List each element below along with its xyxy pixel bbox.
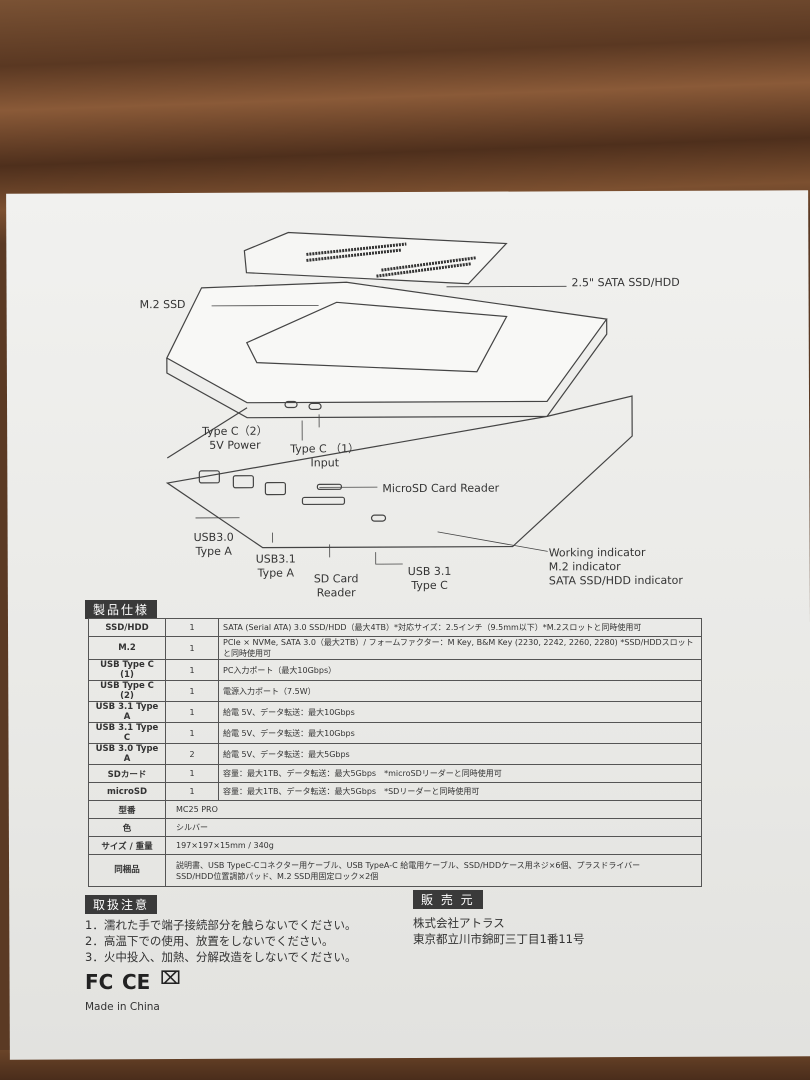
spec-qty: 1 xyxy=(165,618,219,637)
spec-key: 色 xyxy=(88,818,166,837)
spec-qty: 2 xyxy=(165,743,219,765)
caution-item: 2．高温下での使用、放置をしないでください。 xyxy=(85,934,334,948)
seller-title: 販 売 元 xyxy=(413,890,483,909)
spec-desc: 給電 5V、データ転送：最大10Gbps xyxy=(218,722,702,744)
caution-list: 1．濡れた手で端子接続部分を触らないでください。 2．高温下での使用、放置をしな… xyxy=(85,917,356,965)
spec-qty: 1 xyxy=(165,701,219,723)
caution-item: 1．濡れた手で端子接続部分を触らないでください。 xyxy=(85,918,357,932)
spec-desc: 給電 5V、データ転送：最大5Gbps xyxy=(218,743,702,765)
spec-desc-line: シルバー xyxy=(176,823,208,832)
spec-key: サイズ / 重量 xyxy=(88,836,166,855)
spec-desc-line: MC25 PRO xyxy=(176,805,218,814)
product-box: M.2 SSD 2.5" SATA SSD/HDD Type C（2）5V Po… xyxy=(6,190,810,1060)
caution-item: 3．火中投入、加熱、分解改造をしないでください。 xyxy=(85,950,357,964)
spec-row: 型番 MC25 PRO xyxy=(88,800,702,819)
spec-desc: SATA (Serial ATA) 3.0 SSD/HDD（最大4TB）*対応サ… xyxy=(218,618,702,637)
spec-key: USB 3.1 Type C xyxy=(88,722,166,744)
spec-key: SSD/HDD xyxy=(88,618,166,637)
label-typec1-title: Type C （1） xyxy=(290,442,360,456)
label-usb30-sub: Type A xyxy=(195,544,232,558)
spec-desc: 給電 5V、データ転送：最大10Gbps xyxy=(218,701,702,723)
label-usb31a-title: USB3.1 xyxy=(255,552,296,566)
spec-desc: 容量：最大1TB、データ転送：最大5Gbps *microSDリーダーと同時使用… xyxy=(218,764,702,783)
spec-row: 同梱品説明書、USB TypeC-Cコネクター用ケーブル、USB TypeA-C… xyxy=(88,854,702,887)
spec-key: 同梱品 xyxy=(88,854,166,887)
spec-key: SDカード xyxy=(88,764,166,783)
spec-desc: PC入力ポート（最大10Gbps） xyxy=(218,659,702,681)
spec-qty: 1 xyxy=(165,680,219,702)
spec-desc-line2: SSD/HDD位置調節パッド、M.2 SSD用固定ロック×2個 xyxy=(176,871,379,881)
label-usb31c-sub: Type C xyxy=(411,578,448,592)
spec-desc: 容量：最大1TB、データ転送：最大5Gbps *SDリーダーと同時使用可 xyxy=(218,782,702,801)
caution-title: 取扱注意 xyxy=(85,895,158,914)
label-typec2: Type C（2）5V Power xyxy=(202,425,268,453)
spec-desc: 説明書、USB TypeC-Cコネクター用ケーブル、USB TypeA-C 給電… xyxy=(165,854,702,887)
spec-key: M.2 xyxy=(88,636,166,660)
weee-bin-icon: ⌧ xyxy=(160,968,181,989)
spec-key: 型番 xyxy=(88,800,166,819)
spec-desc: シルバー xyxy=(165,818,702,837)
label-typec2-sub: 5V Power xyxy=(209,438,261,452)
label-sd-title: SD Card xyxy=(313,572,359,586)
spec-qty: 1 xyxy=(165,764,219,783)
device-diagram xyxy=(165,231,633,565)
spec-qty: 1 xyxy=(165,636,219,660)
label-ind1: Working indicator xyxy=(548,545,646,560)
spec-desc: 電源入力ポート（7.5W） xyxy=(218,680,702,702)
seller-address: 東京都立川市錦町三丁目1番11号 xyxy=(413,932,585,946)
spec-qty: 1 xyxy=(165,659,219,681)
spec-desc: 197×197×15mm / 340g xyxy=(165,836,702,855)
label-sd-sub: Reader xyxy=(316,586,356,600)
spec-key: USB 3.0 Type A xyxy=(88,743,166,765)
label-sata: 2.5" SATA SSD/HDD xyxy=(571,275,680,290)
spec-qty: 1 xyxy=(165,782,219,801)
spec-desc: PCIe × NVMe, SATA 3.0（最大2TB）/ フォームファクター：… xyxy=(218,636,702,660)
label-usb31c-title: USB 3.1 xyxy=(407,564,452,579)
spec-key: microSD xyxy=(88,782,166,801)
spec-desc-line: 197×197×15mm / 340g xyxy=(176,841,274,850)
label-typec2-title: Type C（2） xyxy=(202,424,268,438)
spec-desc: MC25 PRO xyxy=(165,800,702,819)
seller-name: 株式会社アトラス xyxy=(413,916,505,930)
spec-desc-line: 説明書、USB TypeC-Cコネクター用ケーブル、USB TypeA-C 給電… xyxy=(176,860,641,870)
spec-key: USB Type C (1) xyxy=(88,659,166,681)
spec-row: サイズ / 重量 197×197×15mm / 340g xyxy=(88,836,702,855)
spec-title: 製品仕様 xyxy=(85,600,158,619)
made-in: Made in China xyxy=(85,1001,160,1013)
label-typec1-sub: Input xyxy=(310,456,340,470)
label-usb30-title: USB3.0 xyxy=(193,530,234,544)
label-m2-ssd: M.2 SSD xyxy=(139,297,186,312)
label-ind2: M.2 indicator xyxy=(548,560,621,574)
ce-logo: CE xyxy=(122,970,151,994)
fcc-logo: FC xyxy=(85,970,114,994)
label-usb31a-sub: Type A xyxy=(257,566,294,580)
spec-row: 色 シルバー xyxy=(88,818,702,837)
label-typec1: Type C （1）Input xyxy=(290,442,359,470)
label-microsd: MicroSD Card Reader xyxy=(382,481,500,496)
spec-qty: 1 xyxy=(165,722,219,744)
spec-key: USB 3.1 Type A xyxy=(88,701,166,723)
label-ind3: SATA SSD/HDD indicator xyxy=(548,573,683,588)
seller-info: 株式会社アトラス 東京都立川市錦町三丁目1番11号 xyxy=(413,915,584,947)
spec-key: USB Type C (2) xyxy=(88,680,166,702)
